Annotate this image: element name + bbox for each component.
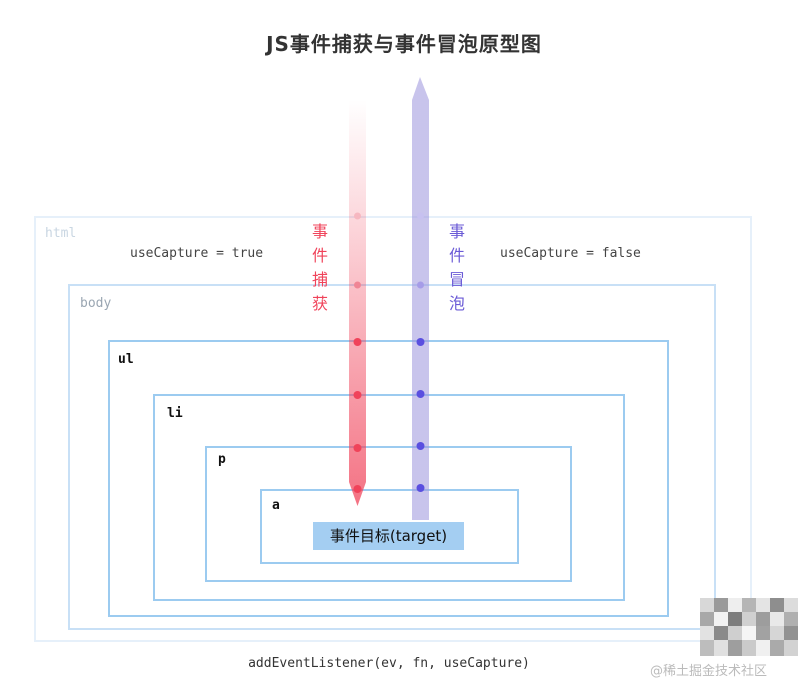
capture-dot-body <box>354 281 361 289</box>
bubble-dot-a <box>416 484 425 492</box>
p-label: p <box>218 452 226 467</box>
html-label: html <box>45 226 77 241</box>
watermark: @稀土掘金技术社区 <box>650 664 768 679</box>
capture-arrow <box>349 100 366 506</box>
capture-char: 捕 <box>311 270 328 289</box>
bubble-char: 件 <box>448 246 465 265</box>
bubble-char: 泡 <box>448 294 465 313</box>
ul-box <box>108 340 669 617</box>
capture-char: 事 <box>311 222 328 241</box>
capture-dot-li <box>353 391 362 399</box>
capture-char: 件 <box>311 246 328 265</box>
bubble-dot-p <box>416 442 425 450</box>
bubble-char: 事 <box>448 222 465 241</box>
capture-char: 获 <box>311 294 328 313</box>
capture-dot-html <box>354 212 361 220</box>
body-box <box>68 284 716 630</box>
event-target-label: 事件目标(target) <box>313 522 464 550</box>
bubble-char: 冒 <box>448 270 465 289</box>
bubble-vertical-label: 事 件 冒 泡 <box>447 220 467 316</box>
capture-vertical-label: 事 件 捕 获 <box>310 220 330 316</box>
a-label: a <box>272 498 280 513</box>
ul-label: ul <box>118 352 134 367</box>
p-box <box>205 446 572 582</box>
diagram-title: JS事件捕获与事件冒泡原型图 <box>266 32 542 56</box>
html-box <box>34 216 752 642</box>
li-label: li <box>167 406 183 421</box>
bubble-dot-li <box>416 390 425 398</box>
capture-dot-ul <box>353 338 362 346</box>
body-label: body <box>80 296 112 311</box>
add-event-listener-caption: addEventListener(ev, fn, useCapture) <box>248 656 530 671</box>
bubble-dot-ul <box>416 338 425 346</box>
bubble-dot-html <box>417 212 424 220</box>
li-box <box>153 394 625 601</box>
a-box <box>260 489 519 564</box>
capture-dot-a <box>353 485 362 493</box>
bubble-arrow <box>412 77 429 520</box>
mosaic-patch <box>700 598 798 656</box>
use-capture-false-label: useCapture = false <box>500 246 641 261</box>
capture-dot-p <box>353 444 362 452</box>
bubble-dot-body <box>417 281 424 289</box>
use-capture-true-label: useCapture = true <box>130 246 264 261</box>
